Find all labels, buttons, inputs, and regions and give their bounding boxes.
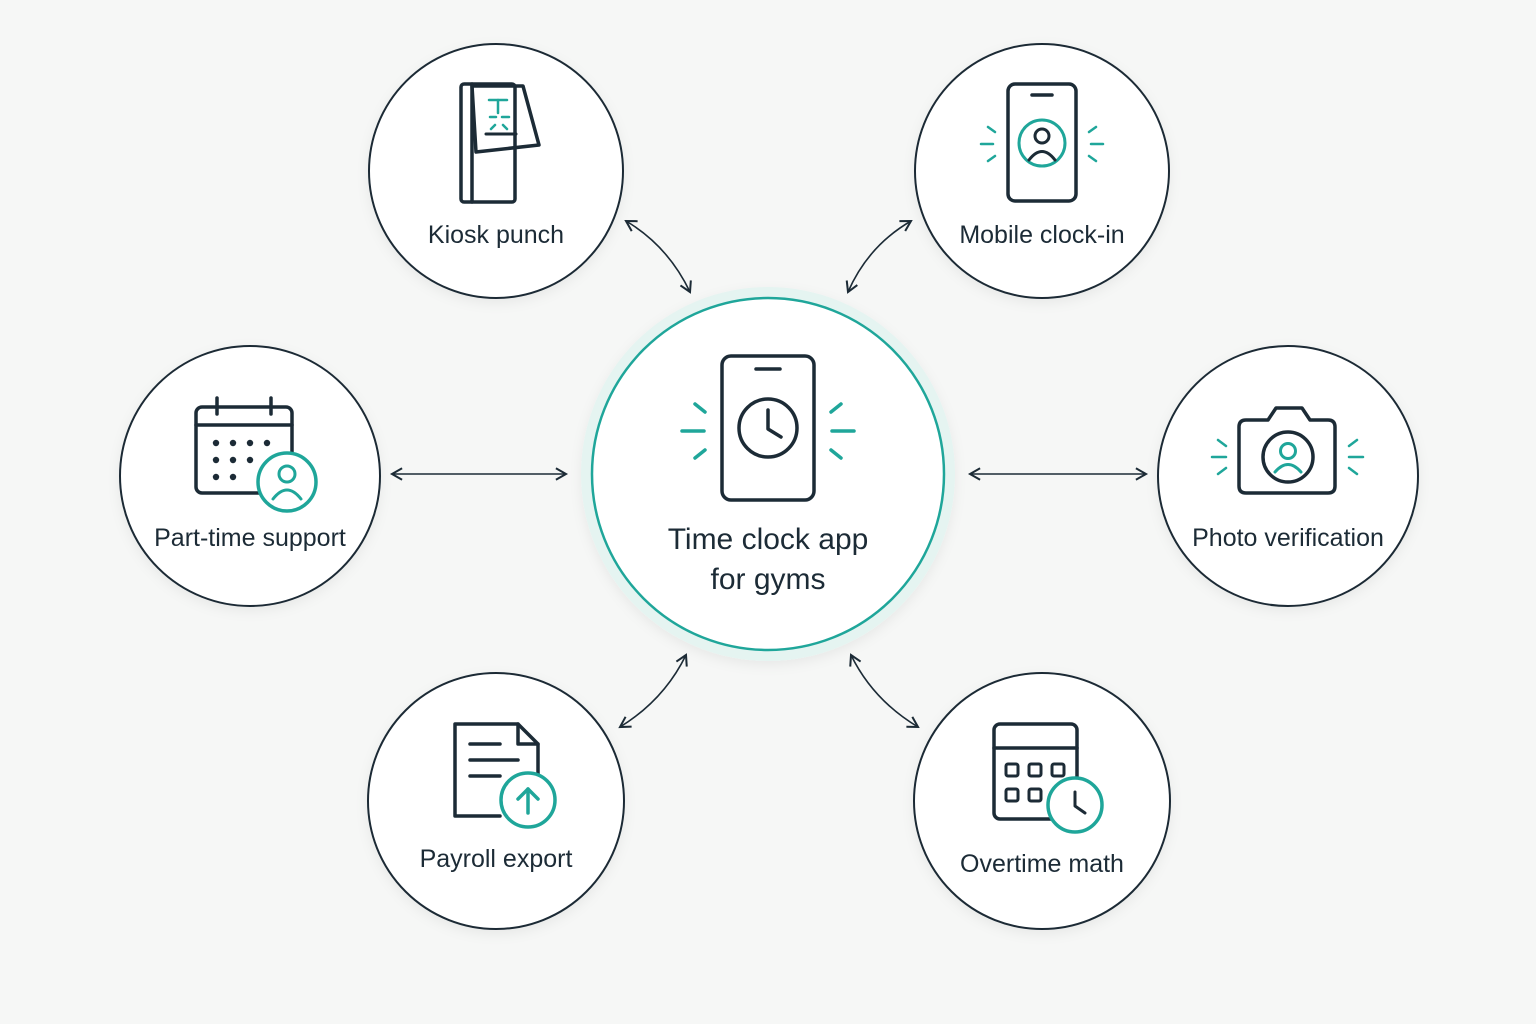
node-kiosk-punch: Kiosk punch <box>368 43 624 299</box>
phone-clock-icon <box>680 354 856 502</box>
calendar-user-icon <box>194 396 318 513</box>
hub-title-line-2: for gyms <box>710 563 825 596</box>
node-photo-verification: Photo verification <box>1157 345 1419 607</box>
hub-node: Time clock app for gyms <box>581 287 955 661</box>
node-label-overtime: Overtime math <box>960 850 1124 878</box>
kiosk-terminal-icon <box>459 82 541 204</box>
node-label-parttime: Part-time support <box>154 524 346 552</box>
node-part-time-support: Part-time support <box>119 345 381 607</box>
connector-kiosk <box>624 219 692 294</box>
connector-overtime <box>849 653 920 729</box>
node-label-mobile: Mobile clock-in <box>959 221 1124 249</box>
node-payroll-export: Payroll export <box>367 672 625 930</box>
node-label-kiosk: Kiosk punch <box>428 221 564 249</box>
phone-user-icon <box>979 82 1105 203</box>
document-upload-icon <box>453 722 557 829</box>
camera-user-icon <box>1210 406 1365 495</box>
node-overtime-math: Overtime math <box>913 672 1171 930</box>
connector-payroll <box>618 653 688 729</box>
node-label-payroll: Payroll export <box>420 845 573 873</box>
connectors <box>389 219 1149 729</box>
calculator-clock-icon <box>992 722 1104 834</box>
hub-title-line-1: Time clock app <box>668 523 869 556</box>
connector-mobile <box>845 219 913 294</box>
node-label-photo: Photo verification <box>1192 524 1384 552</box>
node-mobile-clock-in: Mobile clock-in <box>914 43 1170 299</box>
